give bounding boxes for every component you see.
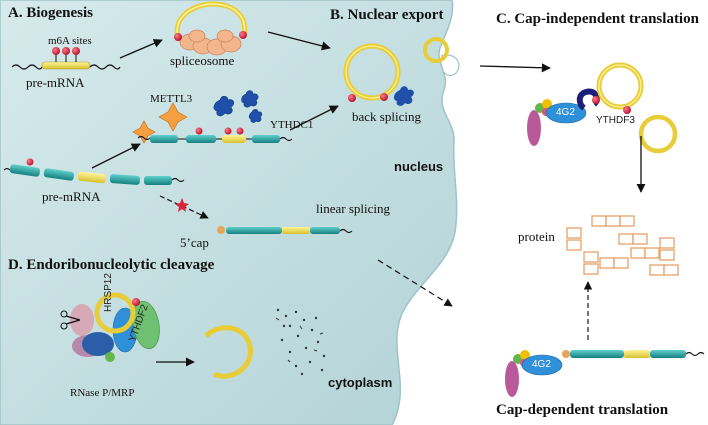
nucleus-membrane <box>0 0 458 425</box>
circrna-nuclear <box>343 37 449 106</box>
arrow-spliceosome-to-export <box>267 31 331 51</box>
mettl3-proteins <box>132 102 188 144</box>
degraded-fragments <box>275 308 326 376</box>
arrow-export <box>479 63 551 73</box>
section-d-title: D. Endoribonucleolytic cleavage <box>8 257 215 273</box>
arrow-mid-to-methyl <box>91 143 141 169</box>
cleaved-circrna <box>204 325 253 379</box>
pre-mrna-top <box>11 47 121 70</box>
inhibit-star <box>175 198 189 212</box>
cap-independent-complex <box>527 62 678 154</box>
protein-label: protein <box>518 229 555 244</box>
rnase-label: RNase P/MRP <box>70 387 135 399</box>
arrow-a-to-spliceosome <box>119 39 163 59</box>
eif4g2-top-label: 4G2 <box>556 107 575 118</box>
five-cap-label: 5’cap <box>180 235 209 250</box>
ythdf3-label: YTHDF3 <box>596 115 635 126</box>
cleavage-complex <box>60 292 160 362</box>
ythdc1-label: YTHDC1 <box>270 119 314 131</box>
m6a-sites-label: m6A sites <box>48 35 92 47</box>
arrow-to-back-splicing <box>289 105 339 131</box>
nuclear-pore <box>440 54 460 77</box>
eif4g2-bottom-label: 4G2 <box>532 359 551 370</box>
arrow-linear-export-dashed <box>377 259 453 307</box>
back-splicing-label: back splicing <box>352 109 421 124</box>
section-a-title: A. Biogenesis <box>8 5 94 21</box>
cytoplasm-label: cytoplasm <box>328 375 393 390</box>
cap-dependent-title: Cap-dependent translation <box>496 402 669 418</box>
ythdc1-proteins <box>213 90 263 123</box>
spliceosome-label: spliceosome <box>170 53 235 68</box>
linear-splicing-label: linear splicing <box>316 201 391 216</box>
nucleus-label: nucleus <box>394 159 444 174</box>
mettl3-label: METTL3 <box>150 93 193 105</box>
section-b-title: B. Nuclear export <box>330 7 444 23</box>
pre-mrna-top-label: pre-mRNA <box>26 75 85 90</box>
cap-dependent-complex <box>505 350 705 397</box>
hrsp12-label: HRSP12 <box>103 273 114 312</box>
pre-mrna-unspliced <box>3 158 185 185</box>
protein-chains <box>566 215 679 276</box>
section-c-title: C. Cap-independent translation <box>496 11 699 27</box>
pre-mrna-mid-label: pre-mRNA <box>42 189 101 204</box>
pre-mrna-methylated <box>137 127 293 143</box>
linear-mrna-nuclear <box>217 226 353 234</box>
spliceosome-complex <box>174 1 248 56</box>
m6a-sites-marks <box>52 47 80 62</box>
